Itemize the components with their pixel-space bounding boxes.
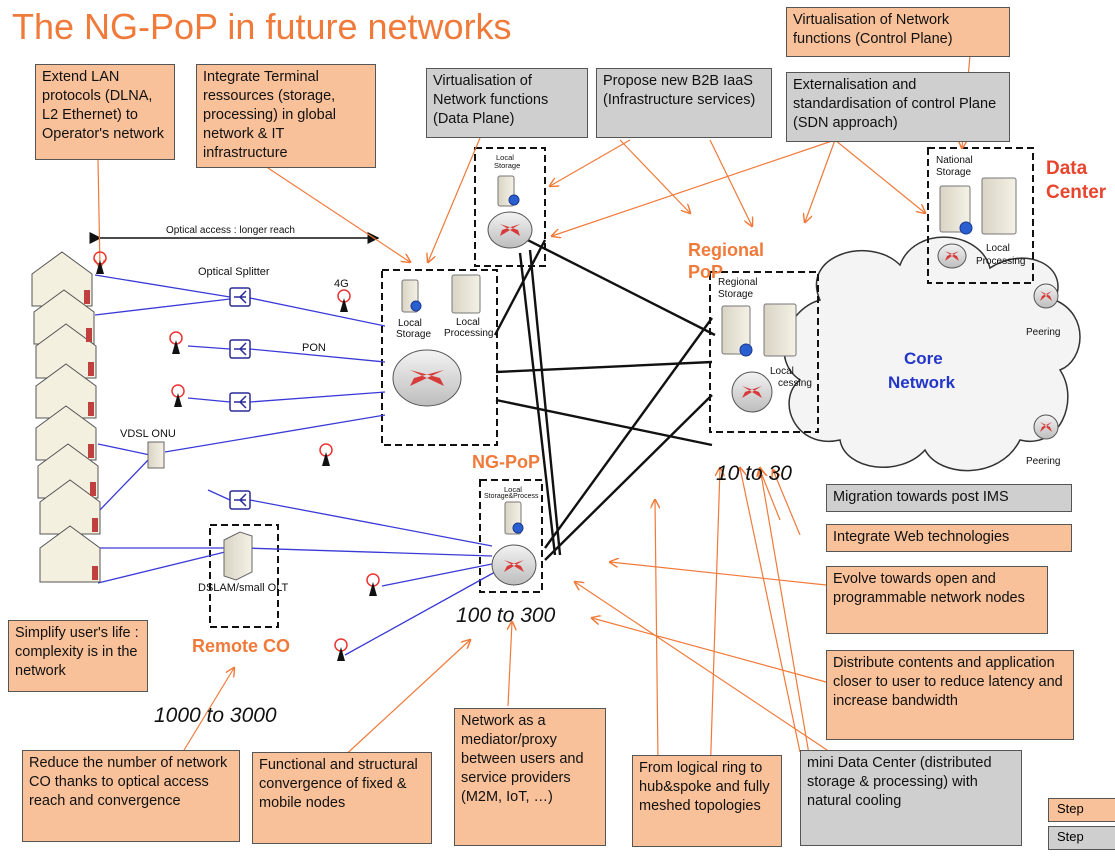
- label-top-local-storage-1: Local: [496, 153, 514, 162]
- label-national-local-2: Processing: [976, 256, 1026, 267]
- label-national-storage-1: National: [936, 155, 973, 166]
- backbone-lines: [493, 224, 716, 561]
- box-virtualisation-data-plane: Virtualisation of Network functions (Dat…: [426, 68, 588, 138]
- label-regional-local-2: cessing: [778, 378, 812, 389]
- box-externalisation-sdn: Externalisation and standardisation of c…: [786, 72, 1010, 142]
- router-symbols: [410, 224, 1052, 572]
- label-range-ngpop: 100 to 300: [456, 604, 556, 627]
- access-lines: [94, 274, 496, 656]
- data-center-frame: [927, 147, 1034, 284]
- optical-splitters: [229, 287, 251, 510]
- routers: [392, 211, 1059, 586]
- top-local-storage-frame: [474, 147, 546, 267]
- vdsl-onu-device: [147, 441, 165, 469]
- label-dslam: DSLAM/small OLT: [198, 582, 289, 594]
- label-remote-co: Remote CO: [192, 636, 291, 656]
- regional-pop-frame: [709, 271, 819, 433]
- annotation-arrows: [98, 54, 971, 781]
- ng-pop-small-frame: [479, 479, 543, 593]
- house-doors: [84, 290, 98, 580]
- label-national-local-1: Local: [986, 243, 1010, 254]
- antennas: [93, 251, 380, 661]
- splitter-symbols: [234, 290, 247, 507]
- label-mid-local-storage-2: Storage: [396, 329, 432, 340]
- box-migration-post-ims: Migration towards post IMS: [826, 484, 1072, 512]
- legend-step-gray: Step: [1048, 826, 1115, 850]
- box-reduce-co: Reduce the number of network CO thanks t…: [22, 750, 240, 842]
- label-top-local-storage-2: Storage: [494, 161, 521, 170]
- box-mini-data-center: mini Data Center (distributed storage & …: [800, 750, 1022, 846]
- label-pon: PON: [302, 342, 326, 354]
- label-peering-2: Peering: [1026, 456, 1061, 467]
- box-network-mediator: Network as a mediator/proxy between user…: [454, 708, 606, 846]
- core-network-cloud: [783, 236, 1081, 472]
- label-regional-local-1: Local: [770, 366, 794, 377]
- label-range-co: 1000 to 3000: [154, 704, 277, 727]
- box-b2b-iaas: Propose new B2B IaaS (Infrastructure ser…: [596, 68, 772, 138]
- box-evolve-open: Evolve towards open and programmable net…: [826, 566, 1048, 634]
- label-mid-local-processing-2: Processing: [444, 328, 494, 339]
- box-virtualisation-control-plane: Virtualisation of Network functions (Con…: [786, 7, 1010, 57]
- label-regional-storage-1: Regional: [718, 277, 758, 288]
- label-regional-storage-2: Storage: [718, 289, 754, 300]
- box-integrate-web: Integrate Web technologies: [826, 524, 1072, 552]
- page-title: The NG-PoP in future networks: [12, 6, 512, 47]
- label-national-storage-2: Storage: [936, 167, 972, 178]
- label-optical-splitter: Optical Splitter: [198, 266, 270, 278]
- box-logical-ring: From logical ring to hub&spoke and fully…: [632, 755, 782, 847]
- remote-co-frame: [209, 524, 279, 628]
- label-ngpop-storage-1: Local: [504, 485, 522, 494]
- label-core-network-2: Network: [888, 373, 956, 392]
- label-optical-access: Optical access : longer reach: [166, 225, 295, 236]
- label-core-network-1: Core: [904, 349, 943, 368]
- label-mid-local-storage-1: Local: [398, 318, 422, 329]
- servers: [401, 175, 1017, 535]
- box-integrate-terminal: Integrate Terminal ressources (storage, …: [196, 64, 376, 168]
- label-ngpop-storage-2: Storage&Process: [484, 493, 539, 500]
- label-range-regional: 10 to 30: [716, 462, 792, 485]
- label-peering-1: Peering: [1026, 327, 1061, 338]
- box-functional-convergence: Functional and structural convergence of…: [252, 752, 432, 844]
- label-data-center-1: Data: [1046, 158, 1088, 179]
- label-vdsl-onu: VDSL ONU: [120, 428, 176, 440]
- label-ng-pop: NG-PoP: [472, 452, 541, 472]
- label-regional-pop-2: PoP: [688, 262, 724, 282]
- globe-icons: [410, 194, 973, 534]
- label-data-center-2: Center: [1046, 182, 1107, 203]
- label-4g: 4G: [334, 278, 349, 290]
- legend-step-orange: Step: [1048, 798, 1115, 822]
- box-extend-lan: Extend LAN protocols (DLNA, L2 Ethernet)…: [35, 64, 175, 160]
- box-distribute-contents: Distribute contents and application clos…: [826, 650, 1074, 740]
- houses: [31, 251, 101, 583]
- label-regional-pop-1: Regional: [688, 240, 765, 260]
- ng-pop-main-frame: [381, 269, 498, 446]
- dslam-device: [223, 531, 253, 581]
- box-simplify-life: Simplify user's life : complexity is in …: [8, 620, 148, 692]
- label-mid-local-processing-1: Local: [456, 317, 480, 328]
